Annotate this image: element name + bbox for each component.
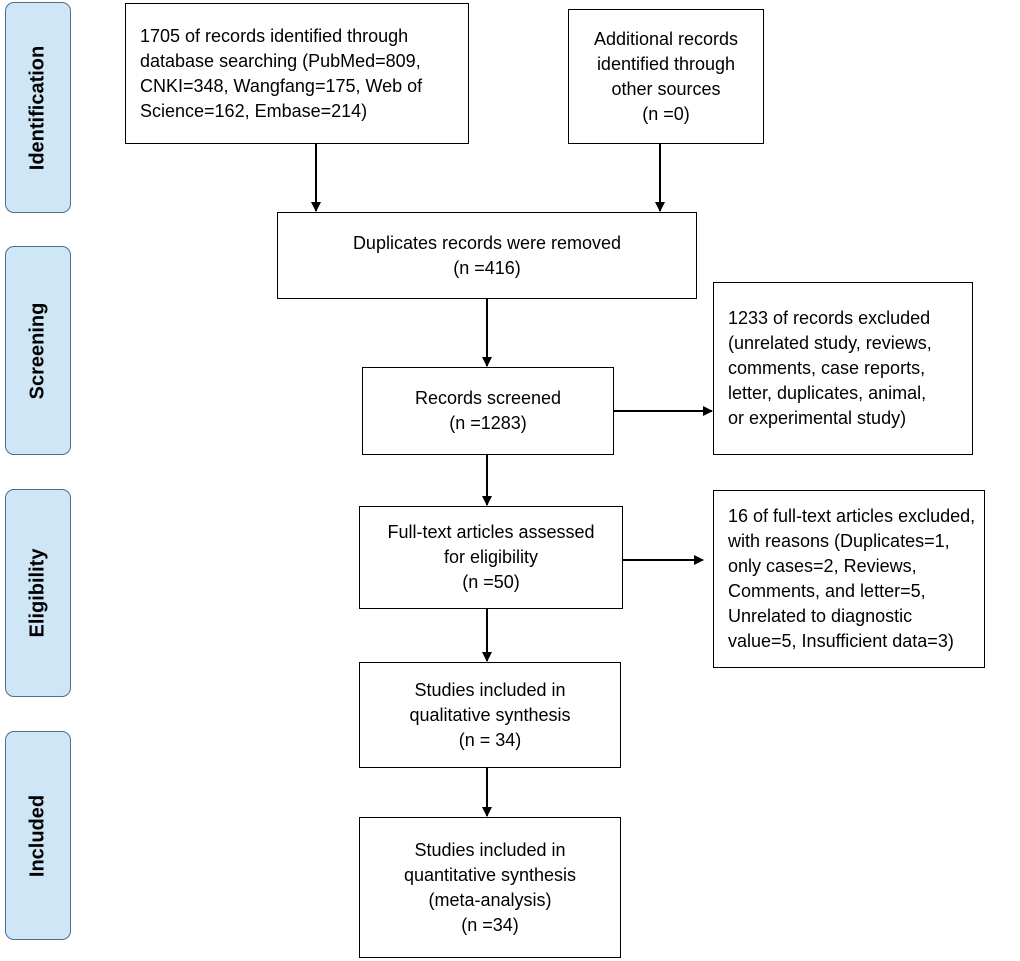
fulltext-assessed-box: Full-text articles assessed for eligibil… xyxy=(359,506,623,609)
qualitative-synthesis-line: qualitative synthesis xyxy=(409,704,571,725)
records-excluded-line: comments, case reports, xyxy=(728,358,926,378)
database-search-box: 1705 of records identified through datab… xyxy=(125,3,469,144)
qualitative-synthesis-line: Studies included in xyxy=(414,679,566,700)
records-excluded-line: or experimental study) xyxy=(728,408,907,428)
records-excluded-line: 1233 of records excluded xyxy=(728,308,931,328)
phase-eligibility: Eligibility xyxy=(5,489,71,697)
quantitative-synthesis-line: (n =34) xyxy=(461,914,519,935)
quantitative-synthesis-line: (meta-analysis) xyxy=(428,889,552,910)
fulltext-excluded-line: with reasons (Duplicates=1, xyxy=(728,531,950,551)
database-search-line: CNKI=348, Wangfang=175, Web of xyxy=(140,75,423,96)
duplicates-removed-line: Duplicates records were removed xyxy=(352,232,622,253)
database-search-line: database searching (PubMed=809, xyxy=(140,50,421,71)
records-excluded-box: 1233 of records excluded (unrelated stud… xyxy=(713,282,973,455)
quantitative-synthesis-box: Studies included in quantitative synthes… xyxy=(359,817,621,958)
other-sources-line: other sources xyxy=(611,78,721,99)
phase-screening: Screening xyxy=(5,246,71,455)
phase-identification: Identification xyxy=(5,2,71,213)
fulltext-assessed-line: (n =50) xyxy=(462,572,520,592)
records-excluded-line: letter, duplicates, animal, xyxy=(728,383,927,403)
duplicates-removed-line: (n =416) xyxy=(453,257,521,278)
fulltext-assessed-line: for eligibility xyxy=(443,547,539,567)
other-sources-line: (n =0) xyxy=(642,103,690,124)
records-screened-box: Records screened (n =1283) xyxy=(362,367,614,455)
fulltext-excluded-line: 16 of full-text articles excluded, xyxy=(728,506,976,526)
fulltext-excluded-line: Unrelated to diagnostic xyxy=(728,606,913,626)
qualitative-synthesis-line: (n = 34) xyxy=(458,729,522,750)
fulltext-excluded-line: Comments, and letter=5, xyxy=(728,581,926,601)
fulltext-excluded-line: only cases=2, Reviews, xyxy=(728,556,917,576)
duplicates-removed-box: Duplicates records were removed (n =416) xyxy=(277,212,697,299)
fulltext-assessed-line: Full-text articles assessed xyxy=(387,522,595,542)
qualitative-synthesis-box: Studies included in qualitative synthesi… xyxy=(359,662,621,768)
records-excluded-line: (unrelated study, reviews, xyxy=(728,333,932,353)
other-sources-line: Additional records xyxy=(593,28,739,49)
records-screened-line: Records screened xyxy=(414,388,562,408)
other-sources-box: Additional records identified through ot… xyxy=(568,9,764,144)
fulltext-excluded-box: 16 of full-text articles excluded, with … xyxy=(713,490,985,668)
other-sources-line: identified through xyxy=(596,53,736,74)
records-screened-line: (n =1283) xyxy=(449,413,527,433)
quantitative-synthesis-line: Studies included in xyxy=(414,839,566,860)
quantitative-synthesis-line: quantitative synthesis xyxy=(403,864,577,885)
database-search-line: Science=162, Embase=214) xyxy=(140,100,368,121)
fulltext-excluded-line: value=5, Insufficient data=3) xyxy=(728,631,954,651)
phase-included: Included xyxy=(5,731,71,940)
database-search-line: 1705 of records identified through xyxy=(140,25,409,46)
